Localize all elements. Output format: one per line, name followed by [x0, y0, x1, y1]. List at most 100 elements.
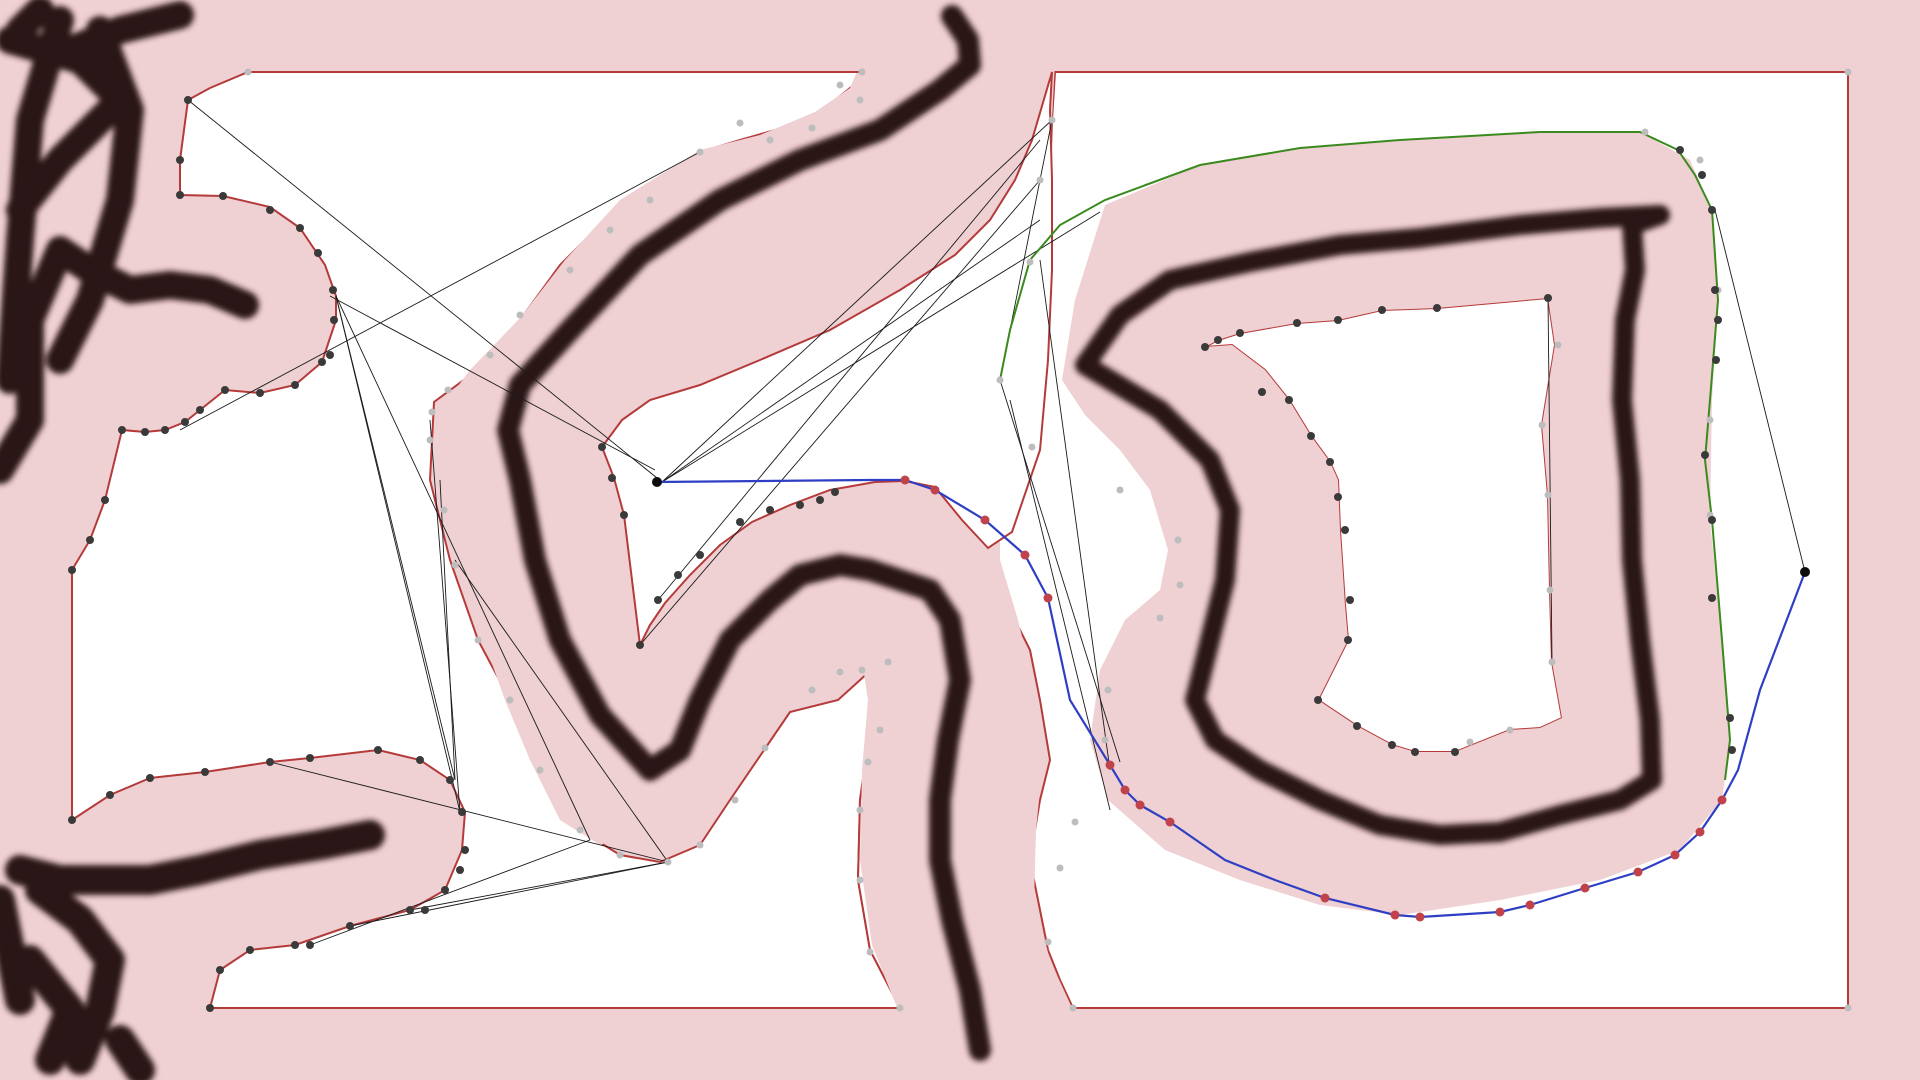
vertex-markers: [68, 68, 1852, 1012]
vertex-dot: [1695, 827, 1705, 837]
vertex-dot: [1676, 146, 1684, 154]
vertex-dot: [428, 408, 436, 416]
vertex-dot: [256, 389, 264, 397]
vertex-dot: [446, 776, 454, 784]
vertex-dot: [68, 566, 76, 574]
visibility-edge: [429, 419, 461, 813]
vertex-dot: [1326, 458, 1334, 466]
vertex-dot: [866, 948, 874, 956]
vertex-dot: [766, 136, 774, 144]
vertex-dot: [1544, 294, 1552, 302]
vertex-dot: [1069, 1004, 1077, 1012]
vertex-dot: [636, 641, 644, 649]
vertex-dot: [306, 941, 314, 949]
vertex-dot: [1120, 785, 1130, 795]
vertex-dot: [796, 501, 804, 509]
vertex-dot: [1698, 171, 1706, 179]
vertex-dot: [246, 946, 254, 954]
vertex-dot: [1105, 760, 1115, 770]
vertex-dot: [1701, 451, 1709, 459]
visibility-edge: [439, 479, 456, 781]
vertex-dot: [858, 666, 866, 674]
vertex-dot: [876, 726, 884, 734]
vertex-dot: [440, 506, 448, 514]
visibility-edge: [661, 119, 1053, 483]
vertex-dot: [184, 96, 192, 104]
visibility-edge: [269, 761, 669, 863]
vertex-dot: [896, 1004, 904, 1012]
vertex-dot: [1706, 416, 1714, 424]
vertex-dot: [1307, 432, 1315, 440]
vertex-dot: [330, 316, 338, 324]
visibility-edge: [661, 211, 1101, 483]
vertex-dot: [1495, 907, 1505, 917]
vertex-dot: [674, 571, 682, 579]
vertex-dot: [1293, 319, 1301, 327]
vertex-dot: [474, 636, 482, 644]
visibility-edge: [187, 99, 663, 483]
vertex-dot: [654, 596, 662, 604]
vertex-dot: [996, 376, 1004, 384]
vertex-dot: [1378, 306, 1386, 314]
vertex-dot: [1176, 581, 1184, 589]
vertex-dot: [1036, 176, 1044, 184]
visibility-graph: [179, 99, 1806, 946]
vertex-dot: [1390, 910, 1400, 920]
vertex-dot: [1525, 900, 1535, 910]
vertex-dot: [244, 68, 252, 76]
vertex-dot: [856, 876, 864, 884]
vertex-dot: [664, 858, 672, 866]
visibility-edge: [454, 559, 669, 863]
visibility-edge: [179, 151, 701, 431]
vertex-dot: [1314, 696, 1322, 704]
vertex-dot: [181, 418, 189, 426]
vertex-dot: [1334, 493, 1342, 501]
vertex-dot: [196, 406, 204, 414]
vertex-dot: [566, 266, 574, 274]
vertex-dot: [516, 311, 524, 319]
visibility-edge: [1547, 297, 1553, 663]
vertex-dot: [1641, 128, 1649, 136]
vertex-dot: [1546, 586, 1554, 594]
vertex-dot: [374, 746, 382, 754]
vertex-dot: [598, 443, 606, 451]
vertex-dot: [306, 754, 314, 762]
vertex-dot: [101, 496, 109, 504]
vertex-dot: [1135, 800, 1145, 810]
vertex-dot: [1044, 938, 1052, 946]
vertex-dot: [1726, 714, 1734, 722]
vertex-dot: [219, 192, 227, 200]
visibility-edge: [329, 295, 656, 471]
start-point: [652, 477, 662, 487]
vertex-dot: [836, 668, 844, 676]
vertex-dot: [736, 518, 744, 526]
vertex-dot: [696, 551, 704, 559]
vertex-dot: [426, 436, 434, 444]
visibility-edge: [309, 839, 591, 946]
vertex-dot: [176, 156, 184, 164]
vertex-dot: [1717, 795, 1727, 805]
vertex-dot: [1708, 206, 1716, 214]
vertex-dot: [206, 1004, 214, 1012]
vertex-dot: [856, 806, 864, 814]
visibility-edge: [661, 219, 1041, 483]
vertex-dot: [1201, 343, 1209, 351]
vertex-dot: [421, 906, 429, 914]
goal-point: [1800, 567, 1810, 577]
vertex-dot: [1104, 686, 1112, 694]
boundary-lines: [71, 71, 1849, 1009]
vertex-dot: [406, 906, 414, 914]
vertex-dot: [266, 758, 274, 766]
vertex-dot: [1711, 286, 1719, 294]
vertex-dot: [856, 96, 864, 104]
vertex-dot: [1506, 726, 1514, 734]
vertex-dot: [858, 68, 866, 76]
vertex-dot: [808, 124, 816, 132]
vertex-dot: [1415, 912, 1425, 922]
vertex-dot: [1344, 636, 1352, 644]
vertex-dot: [346, 922, 354, 930]
visibility-edge: [1039, 259, 1111, 771]
vertex-dot: [808, 686, 816, 694]
